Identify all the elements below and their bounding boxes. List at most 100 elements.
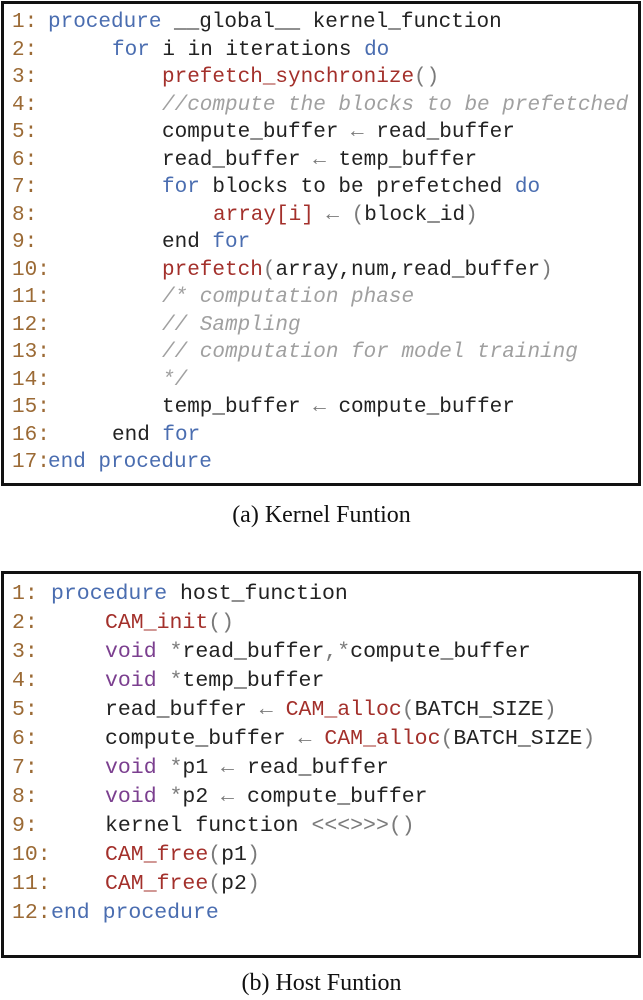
code-text: */	[162, 367, 187, 395]
line-number: 3:	[12, 640, 38, 664]
code-line: 12: // Sampling	[4, 312, 638, 340]
code-token: )	[246, 872, 260, 896]
code-text: end procedure	[48, 449, 212, 477]
code-token: p2	[221, 872, 247, 896]
code-token: end procedure	[48, 451, 212, 474]
line-number: 7:	[12, 756, 38, 780]
line-number: 4:	[12, 93, 38, 117]
code-text: array[i] ← (block_id)	[213, 202, 478, 230]
code-token: temp_buffer	[325, 148, 478, 172]
code-token: compute_buffer	[350, 640, 531, 664]
line-number: 2:	[12, 611, 38, 635]
code-token: temp_buffer	[162, 396, 314, 419]
code-line: 6:compute_buffer ← CAM_alloc(BATCH_SIZE)	[4, 725, 638, 754]
code-line: 3: void *read_buffer,*compute_buffer	[4, 638, 638, 667]
code-line: 5: read_buffer ← CAM_alloc(BATCH_SIZE)	[4, 696, 638, 725]
code-token	[311, 727, 324, 751]
code-line: 1: procedure __global__ kernel_function	[4, 9, 638, 37]
code-line: 12:end procedure	[4, 899, 638, 928]
code-token: <<<>>>()	[311, 814, 415, 838]
code-token: void	[105, 669, 157, 693]
code-text: procedure __global__ kernel_function	[48, 9, 502, 37]
code-token: compute_buffer	[105, 727, 299, 751]
line-number: 10:	[12, 843, 51, 867]
code-token: read_buffer	[182, 640, 325, 664]
code-token: // computation for model training	[162, 341, 578, 364]
code-token: ←	[259, 698, 273, 722]
code-token: array,num,read_buffer	[275, 258, 541, 282]
code-token: ←	[313, 396, 326, 419]
code-token: ()	[208, 611, 235, 635]
code-line: 10:prefetch(array,num,read_buffer)	[4, 257, 638, 285]
code-line: 2: CAM_init()	[4, 609, 638, 638]
code-token: CAM_alloc	[324, 727, 441, 751]
code-text: prefetch_synchronize()	[162, 64, 439, 92]
code-line: 9:kernel function <<<>>>()	[4, 812, 638, 841]
code-text: end for	[112, 422, 200, 450]
code-token: CAM_free	[105, 843, 209, 867]
code-text: compute_buffer ← read_buffer	[162, 119, 515, 147]
code-token: void	[105, 785, 157, 809]
code-token: (	[401, 698, 415, 722]
code-line: 8: array[i] ← (block_id)	[4, 202, 638, 230]
code-text: // computation for model training	[162, 339, 578, 367]
code-token: CAM_alloc	[285, 698, 402, 722]
code-text: // Sampling	[162, 312, 301, 340]
code-token: end procedure	[51, 901, 219, 925]
code-line: 17:end procedure	[4, 449, 638, 477]
code-token: p1	[182, 756, 222, 780]
code-token: for	[162, 423, 201, 447]
code-line: 6:read_buffer ← temp_buffer	[4, 147, 638, 175]
line-number: 6:	[12, 727, 38, 751]
code-token: )	[246, 843, 260, 867]
line-number: 13:	[12, 341, 50, 364]
line-number: 5:	[12, 698, 38, 722]
code-text: for i in iterations do	[112, 37, 389, 65]
line-number: 12:	[12, 901, 51, 925]
line-number: 16:	[12, 423, 50, 447]
code-token: for	[112, 38, 150, 62]
code-token: kernel function	[105, 814, 312, 838]
code-text: end for	[162, 229, 250, 257]
line-number: 1:	[12, 11, 38, 34]
code-line: 11:CAM_free(p2)	[4, 870, 638, 899]
line-number: 14:	[12, 368, 50, 392]
code-token: do	[364, 38, 390, 62]
code-token: ←	[298, 727, 312, 751]
code-text: CAM_init()	[105, 609, 234, 638]
code-token: end	[162, 231, 213, 254]
line-number: 3:	[12, 66, 38, 89]
code-token: read_buffer	[363, 121, 515, 144]
code-token: prefetch	[162, 258, 263, 282]
line-number: 8:	[12, 203, 38, 227]
code-text: procedure host_function	[51, 580, 348, 609]
line-number: 6:	[12, 148, 38, 172]
line-number: 8:	[12, 785, 38, 809]
code-text: prefetch(array,num,read_buffer)	[162, 257, 553, 285]
line-number: 5:	[12, 121, 38, 144]
line-number: 4:	[12, 669, 38, 693]
code-token: compute_buffer	[234, 785, 428, 809]
code-token: prefetch_synchronize	[162, 66, 415, 89]
code-token: *	[156, 785, 183, 809]
code-text: read_buffer ← CAM_alloc(BATCH_SIZE)	[105, 696, 557, 725]
code-text: void *p2 ← compute_buffer	[105, 783, 428, 812]
line-number: 12:	[12, 313, 50, 337]
line-number: 11:	[12, 286, 50, 309]
code-token	[273, 698, 286, 722]
code-token: //compute the blocks to be prefetched	[162, 93, 629, 117]
code-token: end	[112, 423, 163, 447]
code-token: (	[208, 843, 222, 867]
code-token: p2	[182, 785, 222, 809]
code-line: 7:for blocks to be prefetched do	[4, 174, 638, 202]
line-number: 9:	[12, 231, 38, 254]
code-token: ←	[351, 121, 364, 144]
code-token: *	[156, 756, 183, 780]
code-token: blocks to be prefetched	[199, 176, 515, 199]
code-text: void *temp_buffer	[105, 667, 324, 696]
code-token: *	[156, 669, 183, 693]
code-text: void *read_buffer,*compute_buffer	[105, 638, 531, 667]
code-token: for	[212, 231, 251, 254]
code-token: __global__ kernel_function	[161, 11, 502, 34]
